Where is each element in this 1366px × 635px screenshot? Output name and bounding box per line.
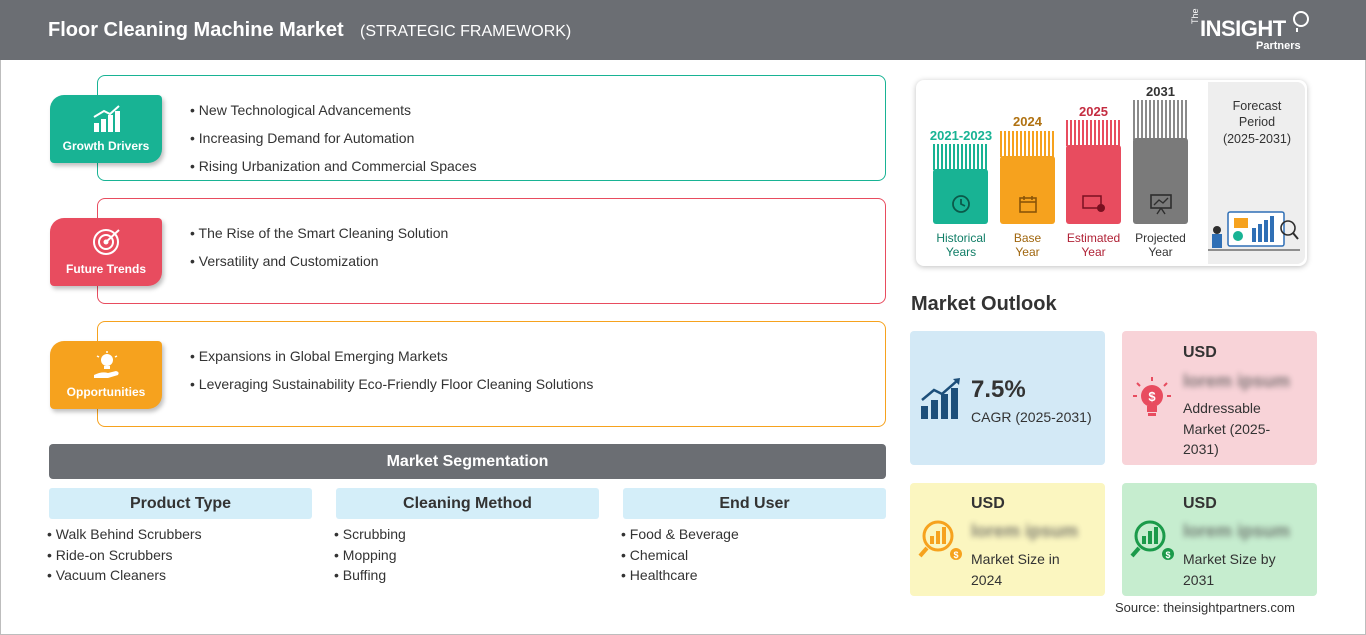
list-item: Vacuum Cleaners <box>47 565 202 586</box>
size-2031-value: lorem ipsum <box>1183 521 1291 541</box>
badge-label: Future Trends <box>65 262 146 276</box>
segmentation-title: Market Segmentation <box>49 444 886 479</box>
segment-header-cleaning-method: Cleaning Method <box>336 488 599 519</box>
addressable-label: Addressable Market (2025- 2031) <box>1183 400 1271 457</box>
cagr-card: 7.5% CAGR (2025-2031) <box>910 331 1105 465</box>
size-2024-usd: USD <box>971 495 1005 512</box>
list-item: Mopping <box>334 545 406 566</box>
timeline-year-projected: 2031 <box>1146 84 1175 99</box>
future-trends-list: The Rise of the Smart Cleaning Solution … <box>190 219 449 275</box>
opportunities-badge: Opportunities <box>50 341 162 409</box>
segment-list-product-type: Walk Behind Scrubbers Ride-on Scrubbers … <box>47 524 202 586</box>
lightbulb-hand-icon <box>94 351 119 378</box>
growth-drivers-box: New Technological Advancements Increasin… <box>97 75 886 181</box>
list-item: Increasing Demand for Automation <box>190 124 477 152</box>
segment-list-end-user: Food & Beverage Chemical Healthcare <box>621 524 739 586</box>
addressable-market-card: USD lorem ipsum $ Addressable Market (20… <box>1122 331 1317 465</box>
list-item: Rising Urbanization and Commercial Space… <box>190 152 477 180</box>
market-size-2024-card: USD lorem ipsum $ Market Size in 2024 <box>910 483 1105 596</box>
svg-text:$: $ <box>1165 550 1170 560</box>
opportunities-box: Expansions in Global Emerging Markets Le… <box>97 321 886 427</box>
magnifier-chart-icon: $ <box>918 520 962 560</box>
timeline-year-estimated: 2025 <box>1079 104 1108 119</box>
insight-partners-logo: The INSIGHT Partners <box>1190 8 1310 54</box>
badge-label: Growth Drivers <box>62 139 150 153</box>
list-item: Leveraging Sustainability Eco-Friendly F… <box>190 370 594 398</box>
size-2031-label: Market Size by 2031 <box>1183 551 1276 588</box>
timeline-label-historical: Historical Years <box>936 231 986 259</box>
timeline-label-estimated: Estimated Year <box>1066 231 1121 259</box>
timeline-year-historical: 2021-2023 <box>929 128 993 143</box>
future-trends-badge: Future Trends <box>50 218 162 286</box>
addressable-usd: USD <box>1183 344 1217 361</box>
list-item: Walk Behind Scrubbers <box>47 524 202 545</box>
timeline-label-base: Base Year <box>1013 231 1042 259</box>
list-item: Healthcare <box>621 565 739 586</box>
growth-chart-icon <box>93 105 120 132</box>
future-trends-box: The Rise of the Smart Cleaning Solution … <box>97 198 886 304</box>
market-size-2031-card: USD lorem ipsum $ Market Size by 2031 <box>1122 483 1317 596</box>
cagr-value: 7.5% <box>971 376 1026 403</box>
svg-text:$: $ <box>1148 389 1156 404</box>
gear-chart-icon <box>1082 195 1105 212</box>
list-item: New Technological Advancements <box>190 96 477 124</box>
lightbulb-dollar-icon: $ <box>1133 377 1171 416</box>
estimated-stripes <box>1066 120 1121 146</box>
page-title: Floor Cleaning Machine Market <box>48 19 344 41</box>
growth-drivers-list: New Technological Advancements Increasin… <box>190 96 477 180</box>
list-item: Versatility and Customization <box>190 247 448 275</box>
list-item: Ride-on Scrubbers <box>47 545 202 566</box>
size-2024-value: lorem ipsum <box>971 521 1079 541</box>
list-item: Food & Beverage <box>621 524 739 545</box>
badge-label: Opportunities <box>66 385 146 399</box>
segment-header-end-user: End User <box>623 488 886 519</box>
list-item: Buffing <box>334 565 406 586</box>
calendar-icon <box>1019 196 1037 213</box>
size-2031-usd: USD <box>1183 495 1217 512</box>
presentation-icon <box>1150 194 1172 215</box>
logo-bulb-icon <box>1293 11 1309 32</box>
historical-stripes <box>933 144 988 170</box>
size-2024-label: Market Size in 2024 <box>971 551 1060 588</box>
cagr-label: CAGR (2025-2031) <box>971 409 1092 425</box>
base-stripes <box>1000 131 1055 157</box>
growth-bars-icon <box>921 378 960 419</box>
target-icon <box>93 229 120 255</box>
magnifier-chart-green-icon: $ <box>1130 520 1174 560</box>
list-item: Chemical <box>621 545 739 566</box>
opportunities-list: Expansions in Global Emerging Markets Le… <box>190 342 594 398</box>
segment-list-cleaning-method: Scrubbing Mopping Buffing <box>334 524 406 586</box>
source-link[interactable]: Source: theinsightpartners.com <box>1115 600 1295 615</box>
market-outlook-title: Market Outlook <box>911 293 1057 315</box>
projected-stripes <box>1133 100 1188 140</box>
list-item: Expansions in Global Emerging Markets <box>190 342 593 370</box>
growth-drivers-badge: Growth Drivers <box>50 95 162 163</box>
header-bar: Floor Cleaning Machine Market (STRATEGIC… <box>0 0 1366 60</box>
timeline-year-base: 2024 <box>1013 114 1042 129</box>
list-item: The Rise of the Smart Cleaning Solution <box>190 219 449 247</box>
addressable-value: lorem ipsum <box>1183 371 1291 391</box>
segment-header-product-type: Product Type <box>49 488 312 519</box>
history-clock-icon <box>952 195 970 213</box>
list-item: Scrubbing <box>334 524 406 545</box>
page-subtitle: (STRATEGIC FRAMEWORK) <box>360 23 572 40</box>
estimated-bar <box>1066 145 1121 224</box>
timeline-label-projected: Projected Year <box>1135 231 1186 259</box>
forecast-period-label: Forecast Period (2025-2031) <box>1222 99 1292 146</box>
analytics-illustration-icon <box>1208 211 1300 251</box>
svg-text:$: $ <box>953 550 958 560</box>
